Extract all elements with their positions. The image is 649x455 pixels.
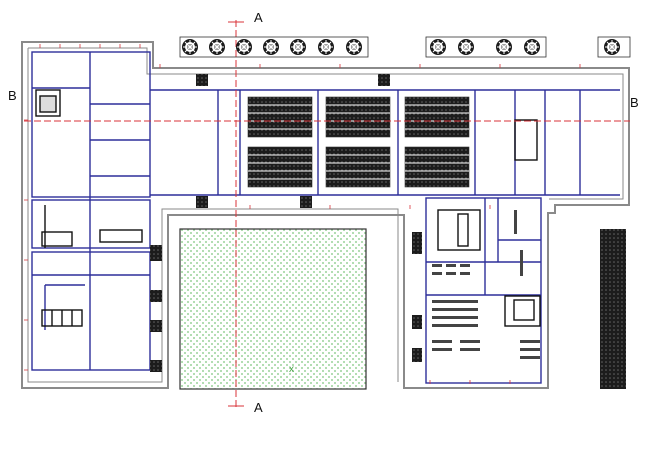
courtyard xyxy=(179,228,367,390)
tree-icon xyxy=(429,38,447,56)
tree-icon xyxy=(262,38,280,56)
section-label-b-right: B xyxy=(630,95,639,110)
tree-row xyxy=(179,36,631,58)
tree-icon xyxy=(181,38,199,56)
tree-icon xyxy=(235,38,253,56)
tree-icon xyxy=(345,38,363,56)
stair xyxy=(150,74,422,372)
tree-icon xyxy=(208,38,226,56)
tree-icon xyxy=(317,38,335,56)
tree-icon xyxy=(495,38,513,56)
door xyxy=(24,44,581,384)
tree-icon xyxy=(457,38,475,56)
seating-block xyxy=(247,96,470,188)
section-label-a-top: A xyxy=(254,10,263,25)
dark-column xyxy=(600,229,626,389)
svg-text:x: x xyxy=(289,364,294,375)
section-label-b-left: B xyxy=(8,88,17,103)
left-wing xyxy=(31,51,151,371)
tree-icon xyxy=(523,38,541,56)
central-wing xyxy=(150,89,620,196)
tree-icon xyxy=(603,38,621,56)
right-block xyxy=(425,197,542,384)
section-label-a-bottom: A xyxy=(254,400,263,415)
section-line xyxy=(24,20,630,410)
tree-icon xyxy=(289,38,307,56)
classroom-desks xyxy=(432,210,540,359)
